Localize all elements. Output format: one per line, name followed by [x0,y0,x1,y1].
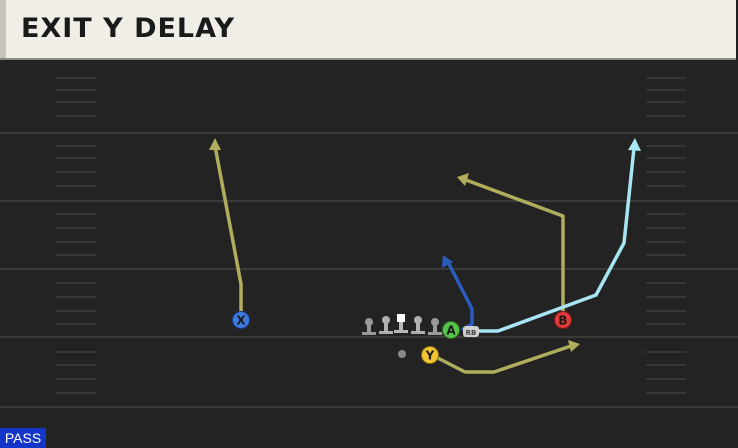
arrow-head-icon [209,138,221,150]
player-x-label: X [236,314,246,328]
player-a[interactable]: A [442,321,460,339]
offensive-line [362,314,442,335]
yard-lines [0,132,738,408]
play-field: RB X A B Y [0,60,738,448]
center-icon [394,314,408,333]
title-bar: EXIT Y DELAY [0,0,736,58]
arrow-head-icon [457,173,469,186]
route-y [431,340,580,374]
route-x [209,138,243,312]
field-surface [0,60,738,448]
arrow-head-icon [568,340,580,352]
player-x[interactable]: X [232,311,250,329]
play-title: EXIT Y DELAY [21,13,235,44]
arrow-head-icon [628,138,641,151]
route-rb [478,138,641,333]
arrow-head-icon [442,255,453,268]
lineman-icon [362,318,376,335]
hash-marks-right [646,77,686,394]
rb-label: RB [466,329,477,337]
player-y-label: Y [425,349,435,363]
lineman-icon [379,316,393,334]
hash-marks-left [56,77,96,394]
player-a-label: A [446,324,456,338]
route-b [457,173,565,312]
player-b-label: B [558,314,567,328]
player-y[interactable]: Y [421,346,439,364]
lineman-icon [411,316,425,334]
qb-dot-icon [398,350,406,358]
player-b[interactable]: B [554,311,572,329]
rb-marker: RB [463,326,479,337]
lineman-icon [428,318,442,335]
play-type-badge: PASS [0,428,46,448]
